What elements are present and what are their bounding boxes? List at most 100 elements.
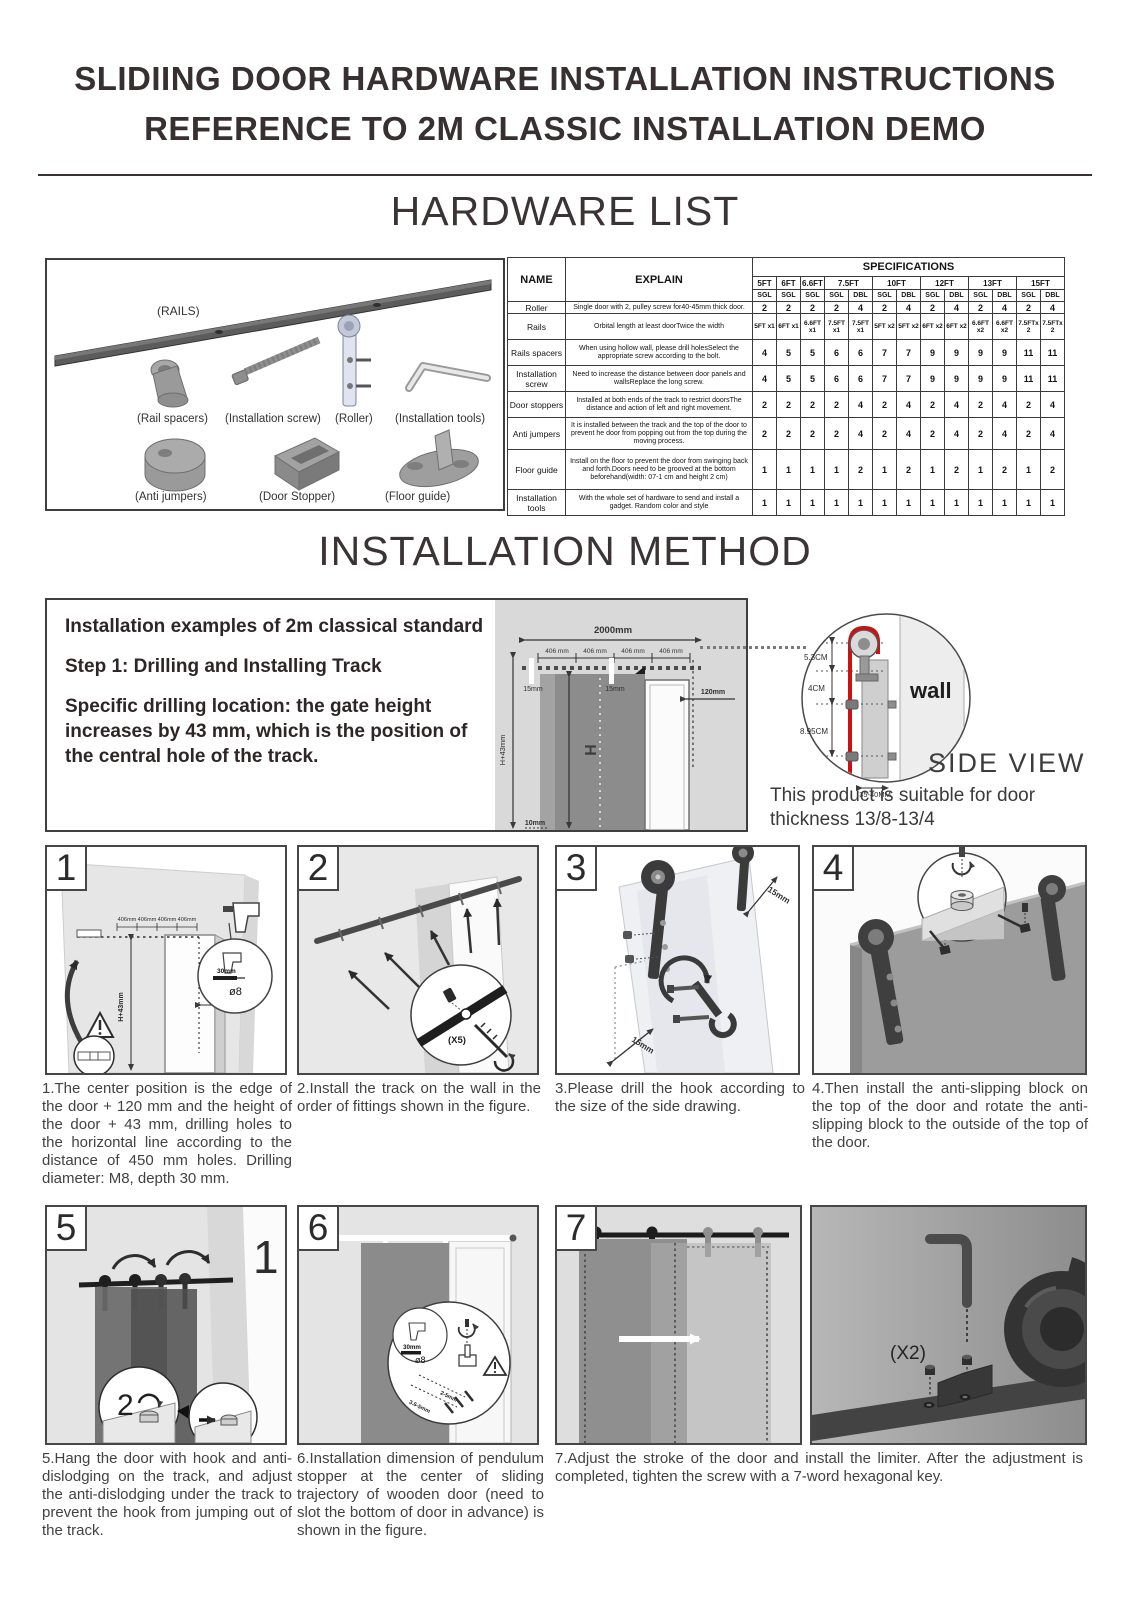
track-bar [812,1373,1085,1441]
divider-rule [38,174,1092,176]
door-front-diagram: 2000mm 406 mm 406 mm 406 mm 406 mm 15 [495,600,746,830]
hw-table-cell: 1 [992,489,1017,516]
hw-table-cell: SGL [1016,289,1041,302]
hw-table-cell: Door stoppers [507,391,566,418]
hw-table-cell: It is installed between the track and th… [565,417,753,450]
hw-table-cell: 7.5FT x1 [824,313,849,340]
step6-caption: 6.Installation dimension of pendulum sto… [297,1450,544,1539]
p1-dim406-1: 406mm [118,917,137,923]
hex-key-icon [925,1234,972,1308]
p6-dim-30mm: 30mm [403,1344,421,1351]
hw-table-cell: 7.5FT x1 [848,313,873,340]
hw-table-cell: 1 [1040,489,1065,516]
p1-dim406-2: 406mm [138,917,157,923]
dim-h: H [581,744,598,756]
p7-x2-label: (X2) [890,1343,926,1364]
p1-dia8: ø8 [229,986,242,998]
hw-table-cell: 1 [824,449,849,490]
door-bolts [845,699,897,762]
hw-table-cell: 6.6FT x2 [968,313,993,340]
hw-table-cell: DBL [848,289,873,302]
hw-table-cell: 2 [968,301,993,314]
hw-table-cell: Roller [507,301,566,314]
thickness-note-line1: This product is suitable for door [770,785,1036,806]
step7-number: 7 [555,1205,597,1251]
hw-table-cell: 5FT x1 [752,313,777,340]
bolts [623,931,659,963]
intro-step1: Step 1: Drilling and Installing Track [65,656,382,677]
hw-table-cell: 6FT x1 [776,313,801,340]
hw-table-cell: Rails [507,313,566,340]
roller-label: (Roller) [335,413,373,425]
hw-table-cell: 9 [944,365,969,392]
anti-jumper-part [144,438,206,492]
hw-table-cell: 7.5FTx 2 [1040,313,1065,340]
step4-number: 4 [812,845,854,891]
hw-table-cell: 2 [776,301,801,314]
step3-panel: 3 [555,845,800,1075]
hw-table-cell: Rails spacers [507,339,566,366]
rail-spacer-part [150,359,189,408]
dim-406-2: 406 mm [583,648,606,655]
hw-table-cell: Orbital length at least doorTwice the wi… [565,313,753,340]
hw-table-cell: 4 [848,417,873,450]
hw-table-cell: 1 [800,489,825,516]
hw-table-cell: 2 [992,449,1017,490]
hw-table-cell: Installation screw [507,365,566,392]
hw-table-cell: 7.5FTx 2 [1016,313,1041,340]
p1-dim-30mm: 30mm [217,968,236,975]
hw-table-cell: 2 [920,391,945,418]
hw-table-cell: 13FT [968,276,1017,290]
hw-table-cell: 9 [920,365,945,392]
parts-diagram-box: (RAILS) (Rail spacers) (Installation scr… [45,258,505,511]
step6-number: 6 [297,1205,339,1251]
step7-panel-left: 7 [555,1205,802,1445]
hw-table-cell: 7 [896,365,921,392]
step1-number: 1 [45,845,87,891]
p1-dim-h43: H+43mm [118,992,125,1021]
p2-x5-label: (X5) [448,1035,466,1046]
hw-table-cell: 12FT [920,276,969,290]
rail-spacers-label: (Rail spacers) [137,413,208,425]
dim-10mm: 10mm [525,820,545,827]
step3-number: 3 [555,845,597,891]
hw-table-cell: 2 [944,449,969,490]
hw-table-cell: 1 [776,449,801,490]
hw-table-cell: 2 [800,417,825,450]
hw-table-cell: 5FT [752,276,777,290]
drill-icon [223,902,260,933]
arc-arrow-right [165,1250,211,1266]
floor-guide-sketch [457,1319,480,1367]
hw-table-cell: 2 [872,391,897,418]
hw-table-cell: SGL [872,289,897,302]
step7-illustration-right: (X2) [812,1207,1085,1443]
hw-table-cell: 1 [1016,449,1041,490]
hw-table-cell: 1 [968,449,993,490]
hw-table-cell: SGL [776,289,801,302]
parts-diagram: (RAILS) (Rail spacers) (Installation scr… [54,279,492,503]
dim-5-3cm: 5.3CM [804,653,828,662]
hw-table-cell: 9 [920,339,945,366]
hw-table-cell: 2 [800,301,825,314]
step5-illustration: 1 2 [47,1207,285,1443]
installation-screw-part [231,336,321,386]
hw-table-cell: 1 [896,489,921,516]
step6-illustration: 30mm ø8 3.6-5mm 2-5mm [299,1207,537,1443]
hw-table-cell: 6FT x2 [920,313,945,340]
hw-table-cell: 1 [848,489,873,516]
hw-table-cell: 7 [872,339,897,366]
door-stopper-part [273,437,341,491]
hw-table-cell: 6.6FT [800,276,825,290]
intro-heading: Installation examples of 2m classical st… [65,616,484,637]
hw-table-cell: 2 [824,417,849,450]
dim-15mm-mid: 15mm [605,686,625,693]
hw-table-cell: 4 [944,301,969,314]
hw-table-cell: 1 [752,449,777,490]
hw-table-cell: Install on the floor to prevent the door… [565,449,753,490]
hw-table-cell: 2 [1016,301,1041,314]
step5-panel: 5 1 2 [45,1205,287,1445]
